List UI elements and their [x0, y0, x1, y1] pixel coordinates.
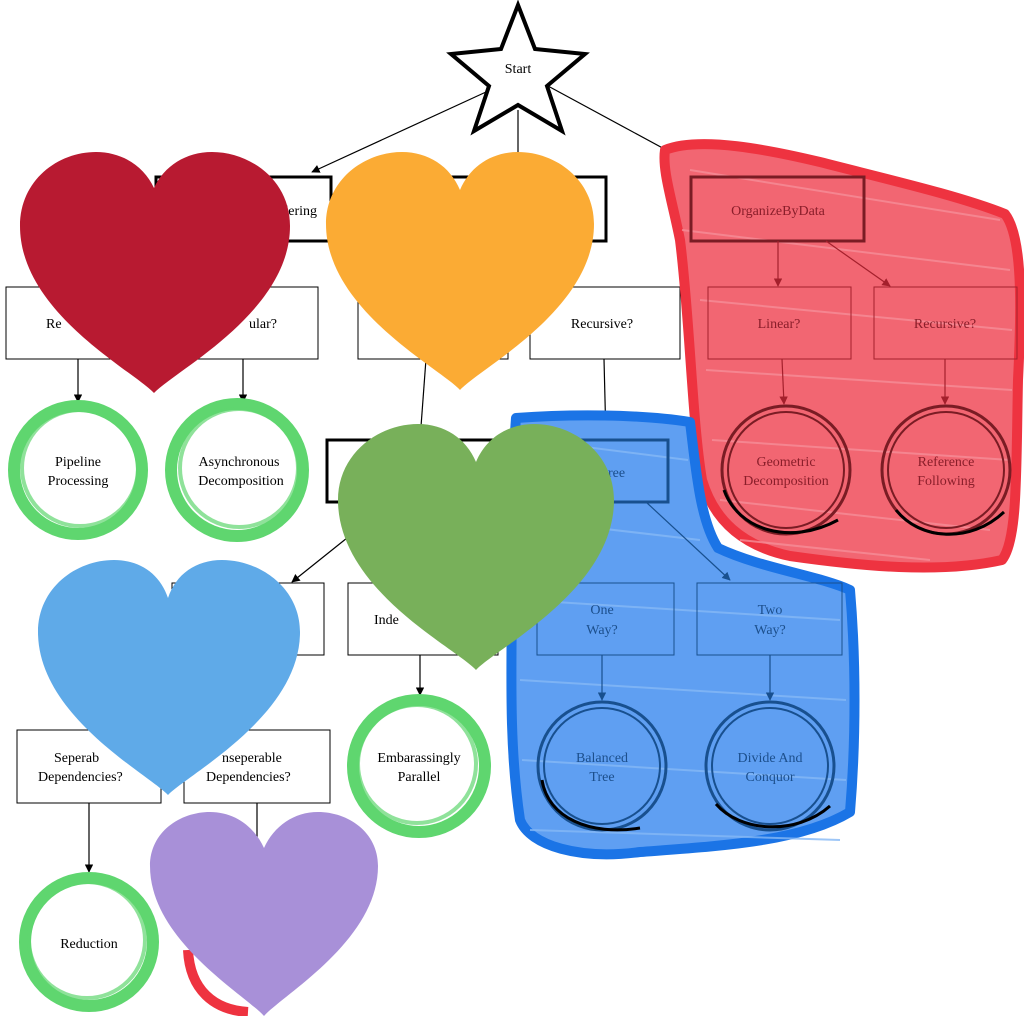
pipeline-label-1: Pipeline: [55, 455, 101, 470]
deps-separable-label: Seperab: [54, 751, 99, 766]
green-heart-icon: [338, 424, 614, 670]
asynchronous-decomposition-pattern: Asynchronous Decomposition: [165, 398, 309, 542]
deps-inseparable-label: nseperable: [222, 751, 282, 766]
data-linear-label: Linear?: [758, 317, 801, 332]
red-heart-icon: [20, 152, 290, 393]
purple-heart-icon: [150, 812, 378, 1016]
balanced-label-2: Tree: [589, 770, 614, 785]
red-ring-fragment: [183, 949, 249, 1016]
flow-regular-label: Re: [46, 317, 62, 332]
geometric-label-1: Geometric: [756, 455, 815, 470]
red-scribble-strokes: [681, 169, 1013, 561]
balanced-tree-pattern: Balanced Tree: [536, 700, 668, 832]
edge-deps-left: [291, 533, 353, 583]
orange-heart-icon: [326, 152, 594, 390]
async-label-1: Asynchronous: [199, 455, 280, 470]
tree-one-way-label-2: Way?: [586, 623, 618, 638]
deps-inseparable-label-2: Dependencies?: [206, 770, 291, 785]
pipeline-processing-pattern: Pipeline Processing: [8, 400, 148, 540]
divide-label-2: Conquor: [746, 770, 795, 785]
deps-inseparable-node: nseperable Dependencies?: [183, 729, 331, 804]
divide-label-1: Divide And: [738, 751, 803, 766]
embarassingly-label-2: Parallel: [398, 770, 441, 785]
deps-separable-label-2: Dependencies?: [38, 770, 123, 785]
embarassingly-parallel-pattern: Embarassingly Parallel: [347, 694, 491, 838]
start-node: Start: [446, 0, 590, 136]
tree-one-way-label-1: One: [590, 603, 613, 618]
edge-start-flow: [311, 91, 487, 173]
tree-two-way-node: Two Way?: [696, 582, 843, 656]
reduction-label: Reduction: [60, 937, 118, 952]
geometric-decomposition-pattern: Geometric Decomposition: [720, 404, 852, 536]
flow-irregular-label: ular?: [249, 317, 277, 332]
reduction-pattern: Reduction: [19, 872, 159, 1012]
reference-label-2: Following: [917, 474, 975, 489]
tree-two-way-label-1: Two: [758, 603, 783, 618]
task-recursive-label: Recursive?: [571, 317, 633, 332]
async-label-2: Decomposition: [198, 474, 284, 489]
data-recursive-label: Recursive?: [914, 317, 976, 332]
balanced-label-1: Balanced: [576, 751, 628, 766]
edge-data-recursive: [825, 240, 891, 287]
blue-scribble-strokes: [519, 439, 847, 841]
embarassingly-label-1: Embarassingly: [377, 751, 460, 766]
data-linear-node: Linear?: [707, 286, 852, 360]
red-highlight-region: [659, 139, 1024, 573]
reference-label-1: Reference: [918, 455, 975, 470]
divide-and-conquor-pattern: Divide And Conquor: [704, 700, 836, 832]
blue-heart-icon: [38, 560, 300, 795]
tree-label: ree: [608, 466, 625, 481]
start-label: Start: [505, 62, 532, 77]
org-by-data-label: OrganizeByData: [731, 204, 826, 219]
deps-independent-label: Inde: [374, 613, 399, 628]
geometric-label-2: Decomposition: [743, 474, 829, 489]
edge-linear-geometric: [779, 358, 788, 405]
deps-separable-node: Seperab Dependencies?: [16, 729, 162, 804]
tree-two-way-label-2: Way?: [754, 623, 786, 638]
reference-following-pattern: Reference Following: [880, 404, 1012, 536]
edge-tree-two-way: [645, 501, 731, 581]
pipeline-label-2: Processing: [48, 474, 109, 489]
star-icon: [446, 0, 590, 136]
